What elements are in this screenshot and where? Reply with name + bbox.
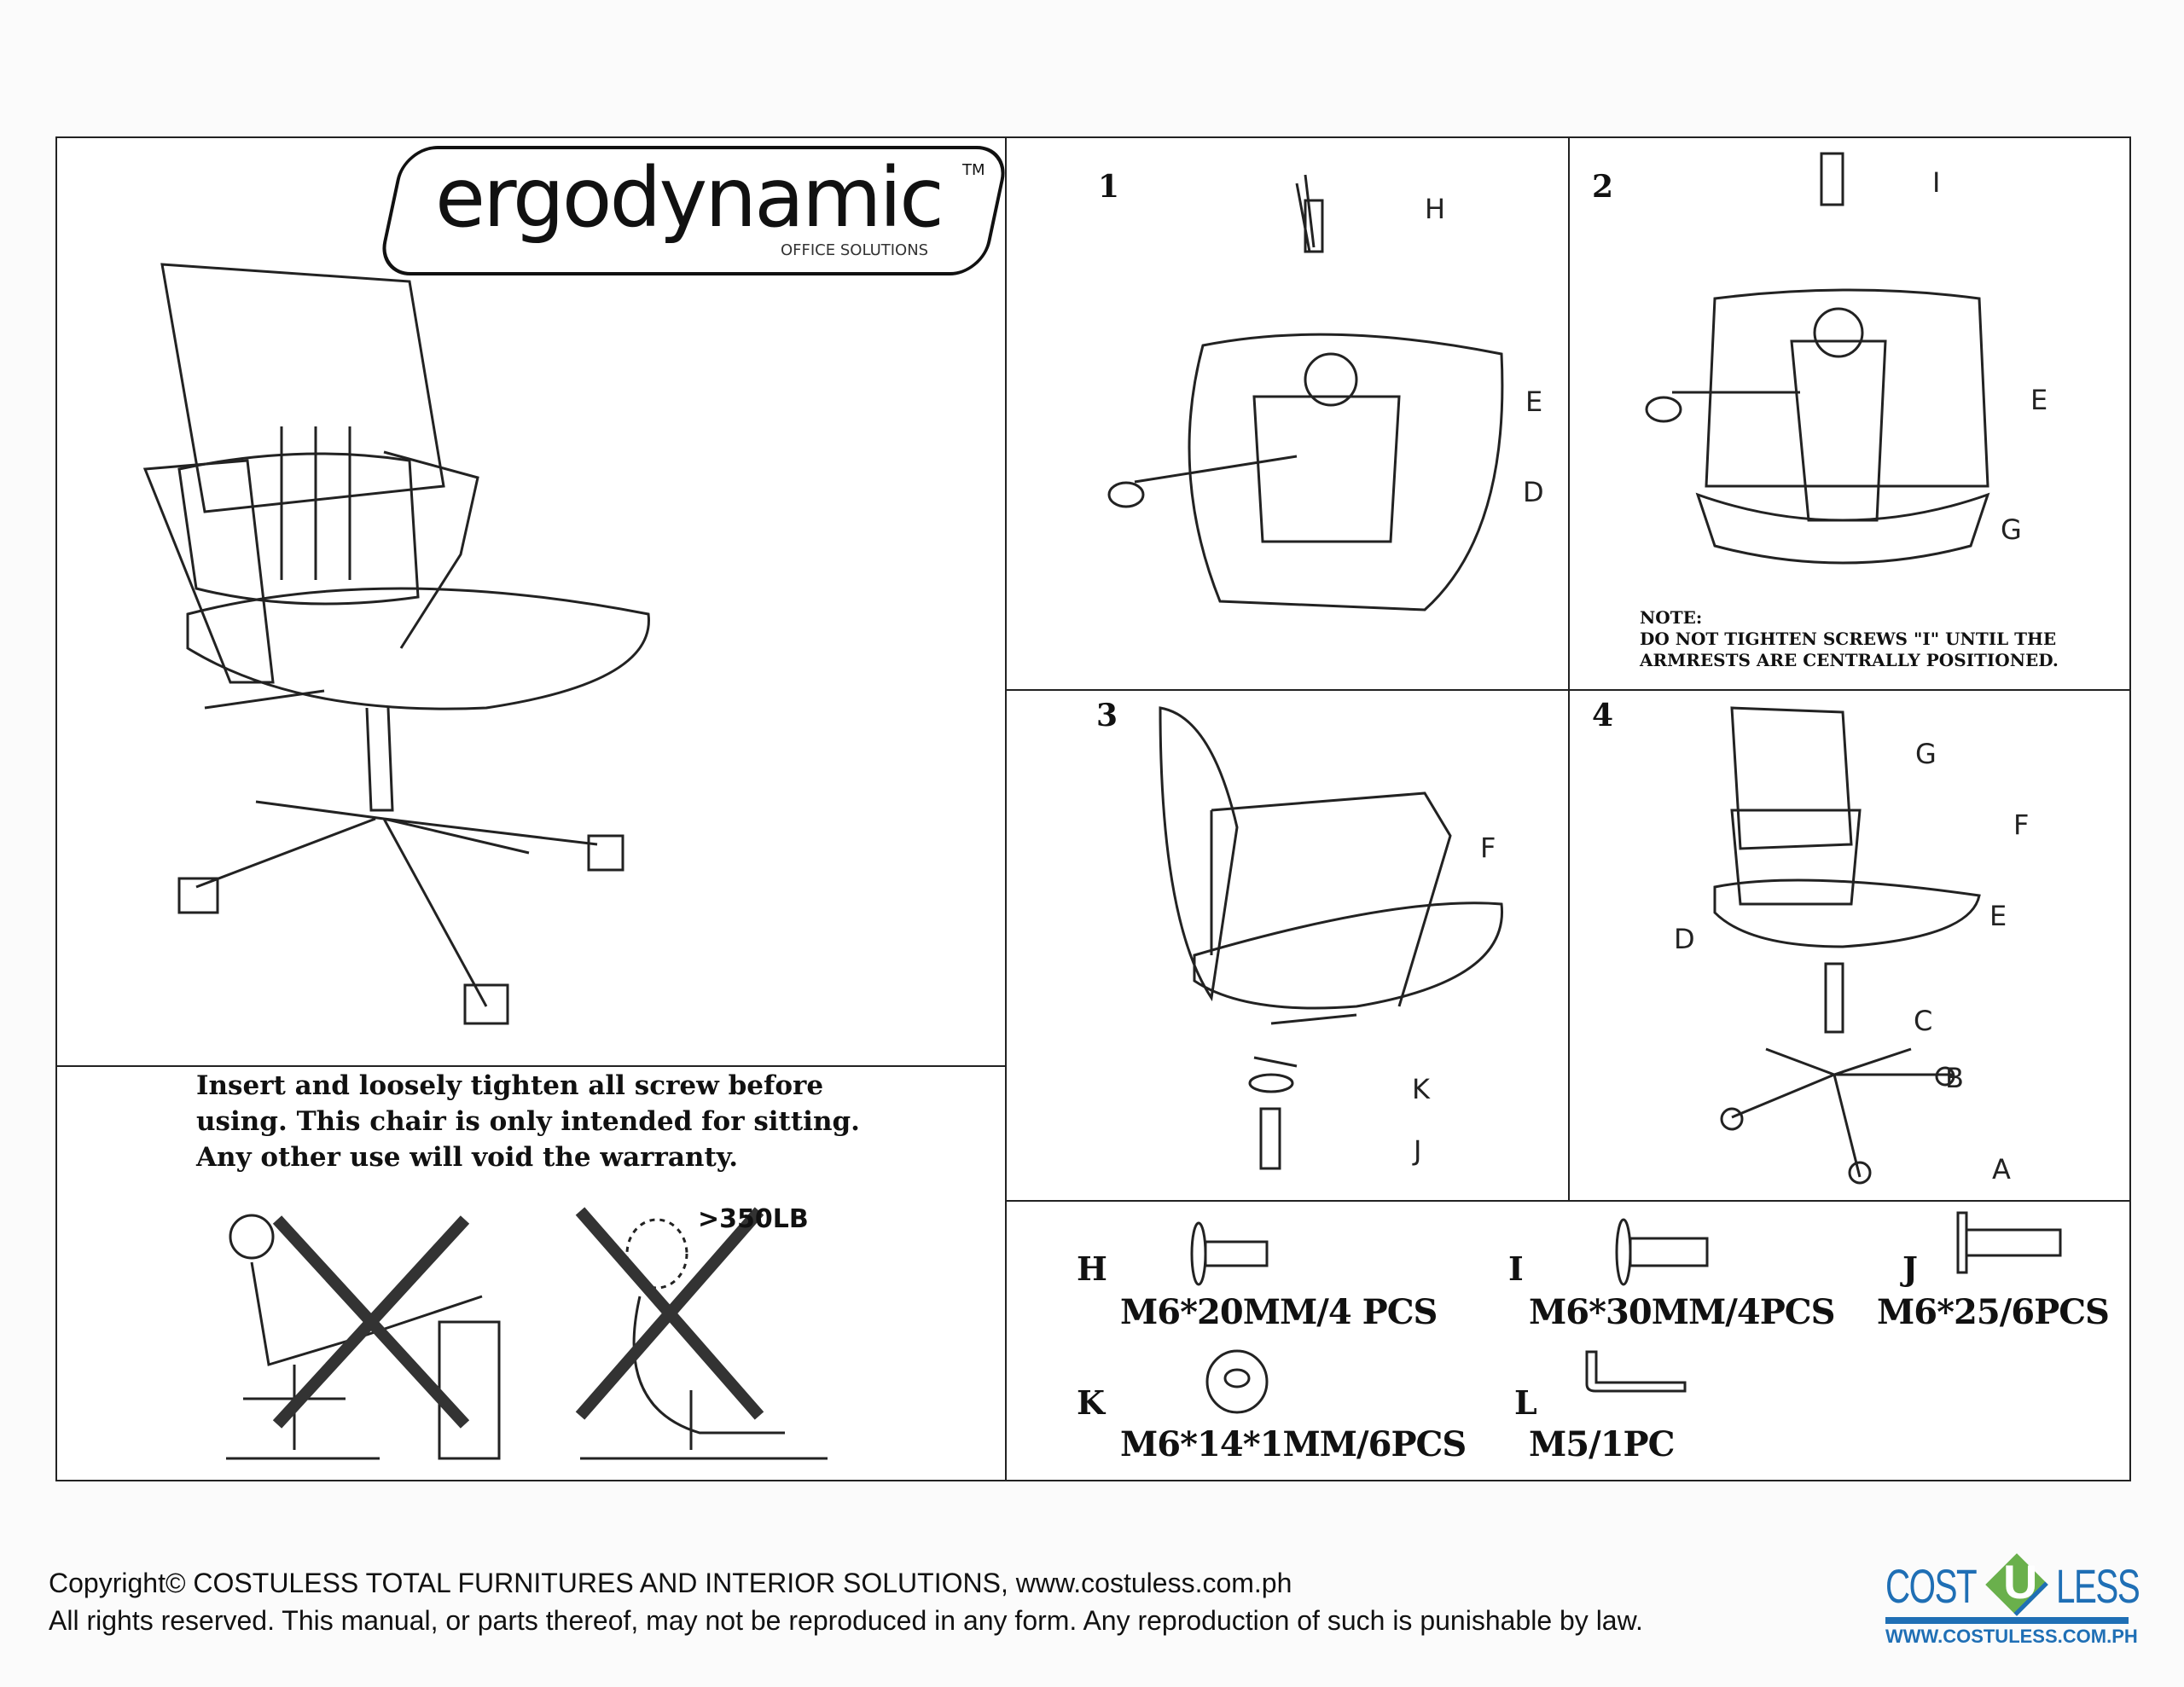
chair-illustration xyxy=(142,263,650,1025)
part-label: D xyxy=(1523,476,1544,508)
part-letter: L xyxy=(1514,1383,1537,1422)
washer-k-icon xyxy=(1205,1349,1269,1414)
step-number: 2 xyxy=(1592,169,1614,205)
warning-line: using. This chair is only intended for s… xyxy=(196,1106,860,1137)
logo-url: WWW.COSTULESS.COM.PH xyxy=(1885,1626,2138,1647)
screw-h-icon xyxy=(1190,1221,1269,1286)
note-line: NOTE: xyxy=(1640,607,1703,628)
divider xyxy=(1568,136,1570,1201)
logo-u: U xyxy=(2003,1555,2038,1609)
logo-cost: COST xyxy=(1885,1559,1978,1613)
logo-bar xyxy=(1885,1617,2129,1624)
logo-tagline: OFFICE SOLUTIONS xyxy=(781,241,929,259)
warning-text: Insert and loosely tighten all screw bef… xyxy=(196,1068,964,1175)
logo-less: LESS xyxy=(2056,1559,2140,1613)
part-label: J xyxy=(1414,1134,1422,1167)
step2-diagram xyxy=(1645,152,1990,565)
part-letter: J xyxy=(1902,1249,1918,1288)
divider xyxy=(1006,1200,2131,1202)
part-label: D xyxy=(1674,923,1695,955)
part-label: H xyxy=(1425,193,1446,225)
assembly-note: NOTE: DO NOT TIGHTEN SCREWS "I" UNTIL TH… xyxy=(1640,607,2059,671)
part-letter: H xyxy=(1077,1249,1107,1288)
weight-limit: >350LB xyxy=(698,1204,809,1234)
part-letter: I xyxy=(1508,1249,1524,1288)
part-label: E xyxy=(2030,384,2048,416)
part-label: E xyxy=(1989,900,2007,932)
allen-key-l-icon xyxy=(1585,1350,1687,1393)
warning-line: Insert and loosely tighten all screw bef… xyxy=(196,1070,824,1101)
part-spec: M6*25/6PCS xyxy=(1877,1292,2110,1332)
part-label: E xyxy=(1525,386,1543,418)
logo-tm: TM xyxy=(962,161,985,179)
screw-j-icon xyxy=(1956,1211,2062,1274)
screw-i-icon xyxy=(1615,1218,1709,1286)
rights-line: All rights reserved. This manual, or par… xyxy=(49,1605,1643,1636)
divider xyxy=(1005,136,1007,1481)
part-letter: K xyxy=(1077,1383,1106,1422)
part-spec: M5/1PC xyxy=(1529,1424,1675,1464)
costuless-logo: COST U LESS WWW.COSTULESS.COM.PH xyxy=(1885,1544,2140,1650)
part-label: G xyxy=(1915,738,1937,770)
step-number: 3 xyxy=(1096,698,1118,733)
part-label: F xyxy=(2013,809,2030,841)
warning-line: Any other use will void the warranty. xyxy=(196,1142,739,1173)
part-spec: M6*30MM/4PCS xyxy=(1529,1292,1835,1332)
step-number: 1 xyxy=(1098,169,1120,205)
logo-wordmark: ergodynamic xyxy=(435,150,944,246)
note-line: DO NOT TIGHTEN SCREWS "I" UNTIL THE xyxy=(1640,629,2057,649)
prohibited-overweight-icon xyxy=(575,1207,828,1460)
part-label: F xyxy=(1480,832,1496,864)
part-label: C xyxy=(1914,1005,1933,1037)
part-label: I xyxy=(1932,166,1941,199)
step4-diagram xyxy=(1713,706,1981,1185)
part-label: B xyxy=(1945,1062,1964,1094)
step1-diagram xyxy=(1107,174,1504,612)
part-spec: M6*20MM/4 PCS xyxy=(1120,1292,1438,1332)
part-label: G xyxy=(2001,513,2022,546)
divider xyxy=(55,1065,1006,1067)
part-spec: M6*14*1MM/6PCS xyxy=(1120,1424,1467,1464)
step3-diagram xyxy=(1159,706,1504,1170)
step-number: 4 xyxy=(1592,698,1614,733)
copyright-line: Copyright© COSTULESS TOTAL FURNITURES AN… xyxy=(49,1568,1292,1598)
part-label: K xyxy=(1412,1073,1430,1105)
part-label: A xyxy=(1992,1153,2011,1186)
note-line: ARMRESTS ARE CENTRALLY POSITIONED. xyxy=(1640,650,2059,670)
prohibited-feet-on-desk-icon xyxy=(226,1214,501,1460)
